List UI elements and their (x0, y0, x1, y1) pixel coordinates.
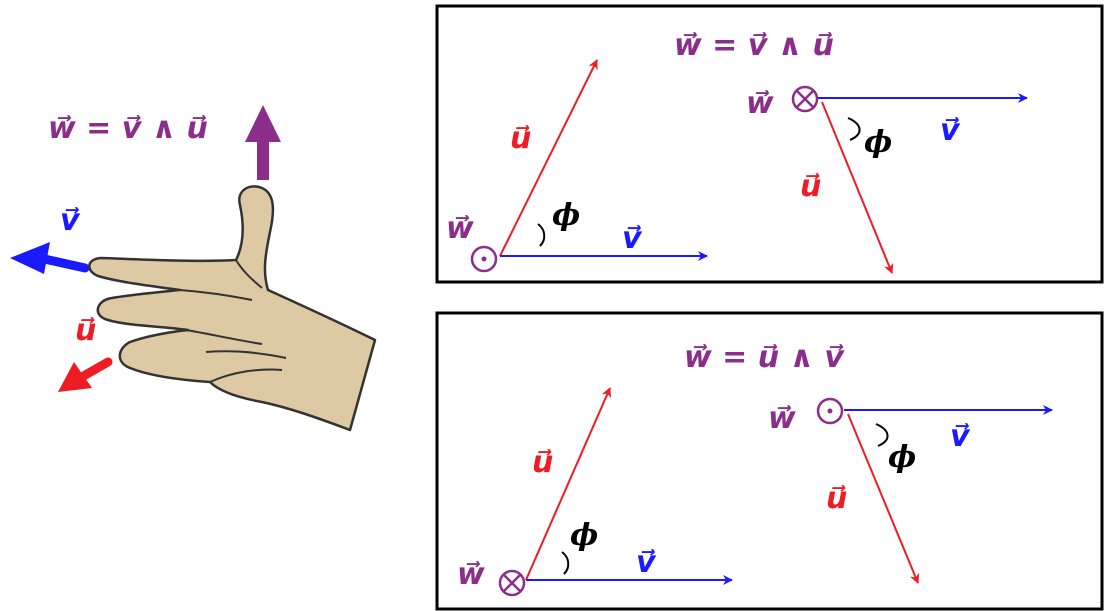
hand-formula: w⃗ = v⃗ ∧ u⃗ (48, 111, 208, 146)
hand-u-label: u⃗ (75, 313, 96, 348)
hand-panel: w⃗ = v⃗ ∧ u⃗ v⃗ u⃗ (10, 105, 377, 432)
v-label: v⃗ (940, 113, 961, 148)
angle-arc (875, 423, 889, 447)
bottom-left-diagram: u⃗ ϕ v⃗ w⃗ (457, 387, 733, 597)
w-into-page-symbol (498, 569, 526, 597)
angle-arc (561, 551, 570, 575)
u-label: u⃗ (532, 445, 553, 480)
bottom-panel-frame (435, 311, 1104, 611)
u-vector (525, 387, 611, 581)
v-label: v⃗ (622, 221, 643, 256)
right-hand-icon (88, 185, 377, 432)
u-vector (499, 59, 598, 257)
top-right-diagram: w⃗ ϕ v⃗ u⃗ (746, 85, 1028, 274)
v-arrow-left (10, 242, 90, 274)
bottom-formula: w⃗ = u⃗ ∧ v⃗ (684, 340, 845, 375)
top-panel-frame (435, 4, 1104, 284)
top-panel: w⃗ = v⃗ ∧ u⃗ u⃗ ϕ v⃗ w⃗ w⃗ (435, 4, 1104, 284)
angle-label: ϕ (864, 125, 892, 160)
angle-label: ϕ (888, 440, 916, 475)
w-arrow-up (245, 105, 281, 180)
v-label: v⃗ (950, 419, 971, 454)
angle-label: ϕ (552, 198, 580, 233)
u-label: u⃗ (800, 169, 821, 204)
w-label: w⃗ (457, 557, 485, 592)
u-vector (847, 413, 920, 584)
angle-arc (847, 117, 861, 141)
bottom-right-diagram: w⃗ ϕ v⃗ u⃗ (768, 397, 1053, 584)
angle-arc (537, 223, 546, 247)
top-left-diagram: u⃗ ϕ v⃗ w⃗ (446, 59, 708, 273)
v-label: v⃗ (636, 545, 657, 580)
bottom-panel: w⃗ = u⃗ ∧ v⃗ u⃗ ϕ v⃗ w⃗ w⃗ (435, 311, 1104, 611)
angle-label: ϕ (570, 518, 598, 553)
w-out-of-page-symbol (470, 245, 498, 273)
u-label: u⃗ (826, 481, 847, 516)
u-label: u⃗ (510, 121, 531, 156)
u-arrow-down-left (58, 357, 113, 392)
w-label: w⃗ (446, 211, 474, 246)
w-out-of-page-symbol (816, 397, 844, 425)
w-label: w⃗ (768, 401, 796, 436)
hand-v-label: v⃗ (60, 203, 81, 238)
w-into-page-symbol (791, 85, 819, 113)
u-vector (821, 101, 894, 274)
w-label: w⃗ (746, 86, 774, 121)
top-formula: w⃗ = v⃗ ∧ u⃗ (674, 28, 834, 63)
